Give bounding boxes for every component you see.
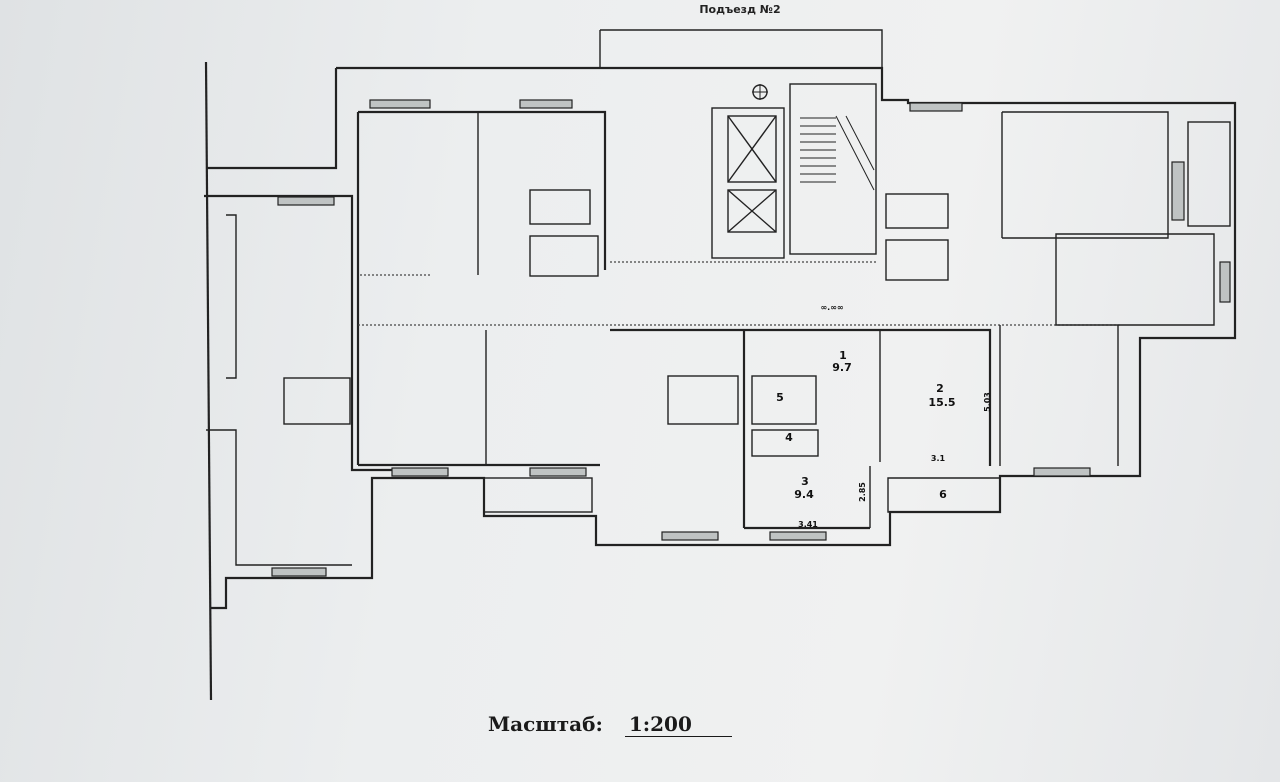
dimension-3-1: 3.1 xyxy=(931,454,946,463)
outer-wall xyxy=(211,66,1237,610)
dimension-3-41: 3.41 xyxy=(798,520,818,529)
dimension-2-85: 2.85 xyxy=(858,482,867,502)
scale-caption: Масштаб: 1:200 xyxy=(488,712,732,737)
inner-wall-top-left xyxy=(358,110,607,270)
entrance-title: Подъезд №2 xyxy=(699,3,781,16)
section-boundary-line xyxy=(204,61,213,701)
left-wing-wall xyxy=(204,194,392,472)
room-5-number: 5 xyxy=(776,391,784,404)
room-3-number: 3 xyxy=(801,475,809,488)
room-4-number: 4 xyxy=(785,431,793,444)
room-3-area: 9.4 xyxy=(794,488,814,501)
windows xyxy=(271,99,1231,577)
room-6-number: 6 xyxy=(939,488,947,501)
staircase xyxy=(789,83,877,255)
room-4 xyxy=(751,429,819,457)
room-2-area: 15.5 xyxy=(928,396,955,409)
stair-steps xyxy=(800,115,875,191)
corridor-note: ∞.∞∞ xyxy=(820,303,843,312)
apartment-outline xyxy=(610,328,992,466)
scale-value: 1:200 xyxy=(624,712,732,737)
scale-label: Масштаб: xyxy=(488,712,603,736)
dimension-5-03: 5.03 xyxy=(983,392,992,412)
outer-wall-left-top xyxy=(206,68,338,170)
room-6-balcony xyxy=(887,477,1001,513)
elevator-shaft xyxy=(711,107,785,259)
room-2-number: 2 xyxy=(936,382,944,395)
room-5-left xyxy=(667,375,739,425)
room-5 xyxy=(751,375,817,425)
room-1-number: 1 xyxy=(839,349,847,362)
roof-block-outline xyxy=(600,29,883,68)
room-1-area: 9.7 xyxy=(832,361,852,374)
